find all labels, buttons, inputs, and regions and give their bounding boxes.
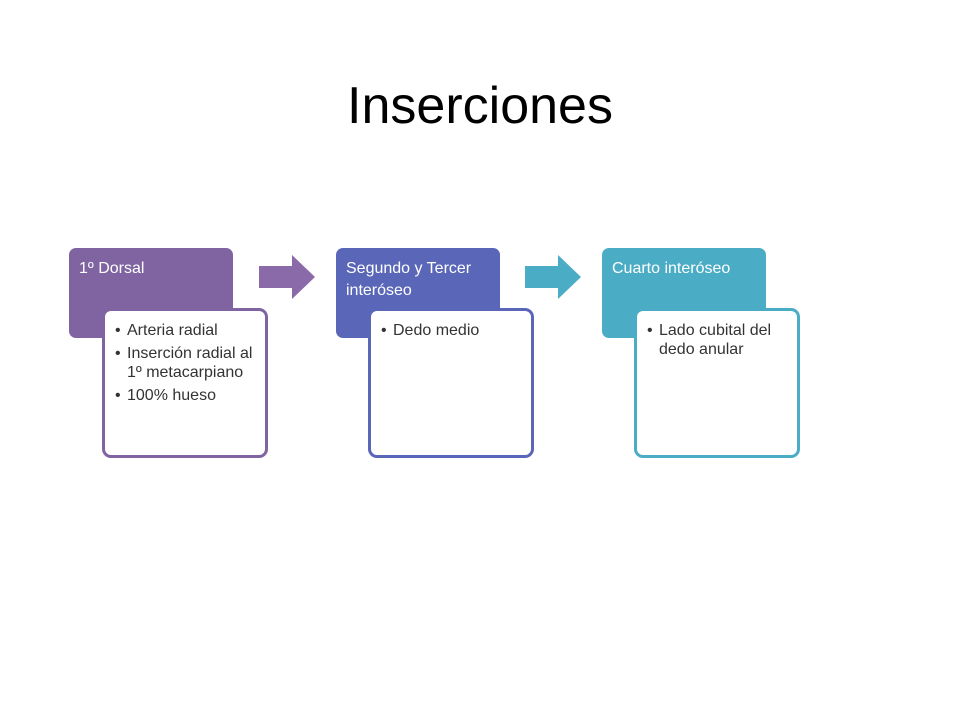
list-item: Inserción radial al 1º metacarpiano bbox=[111, 344, 259, 382]
arrow-right-icon bbox=[259, 255, 315, 299]
step-1-list: Arteria radial Inserción radial al 1º me… bbox=[111, 321, 259, 405]
arrow-right-icon bbox=[525, 255, 581, 299]
step-3-header-label: Cuarto interóseo bbox=[612, 260, 731, 277]
list-item: Arteria radial bbox=[111, 321, 259, 340]
list-item: Dedo medio bbox=[377, 321, 525, 340]
list-item: 100% hueso bbox=[111, 386, 259, 405]
slide-title: Inserciones bbox=[347, 77, 613, 135]
step-1-details: Arteria radial Inserción radial al 1º me… bbox=[102, 308, 268, 458]
step-2-details: Dedo medio bbox=[368, 308, 534, 458]
list-item: Lado cubital del dedo anular bbox=[643, 321, 791, 359]
step-3-list: Lado cubital del dedo anular bbox=[643, 321, 791, 359]
step-2-header-label: Segundo y Tercer interóseo bbox=[346, 260, 472, 299]
step-3-details: Lado cubital del dedo anular bbox=[634, 308, 800, 458]
step-2-list: Dedo medio bbox=[377, 321, 525, 340]
step-1-header-label: 1º Dorsal bbox=[79, 260, 145, 277]
